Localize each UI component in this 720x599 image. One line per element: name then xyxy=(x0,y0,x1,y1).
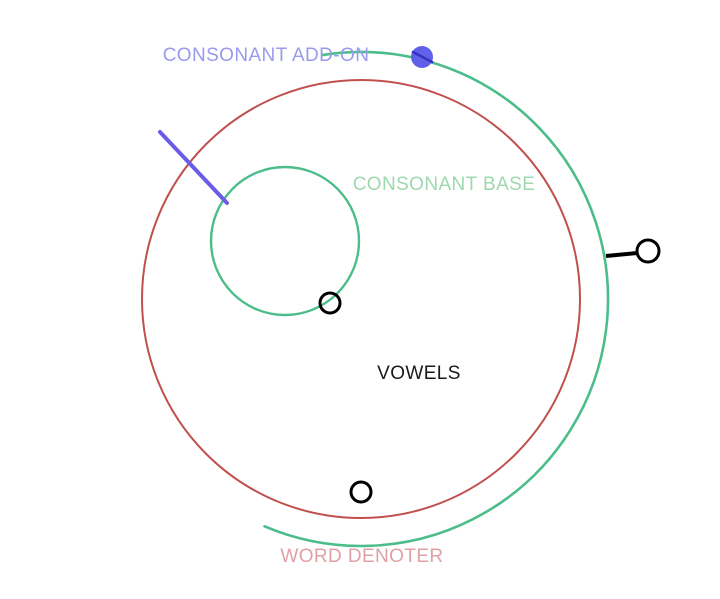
word-denoter-circle xyxy=(141,79,581,519)
consonant-base-arc xyxy=(263,50,610,548)
vowel-marker-inner-circle xyxy=(318,291,342,315)
vowel-marker-bottom-circle xyxy=(349,480,373,504)
consonant-add-on-dot-stroke-icon xyxy=(411,50,434,64)
label-consonant-add-on: CONSONANT ADD-ON xyxy=(163,45,370,66)
label-word-denoter: WORD DENOTER xyxy=(280,546,443,567)
vowel-marker-right-circle xyxy=(635,238,661,264)
consonant-base-inner-circle xyxy=(209,165,361,317)
consonant-add-on-line xyxy=(158,130,229,205)
vowel-marker-right-stem xyxy=(605,251,638,258)
label-consonant-base: CONSONANT BASE xyxy=(353,174,536,195)
label-vowels: VOWELS xyxy=(377,363,461,384)
